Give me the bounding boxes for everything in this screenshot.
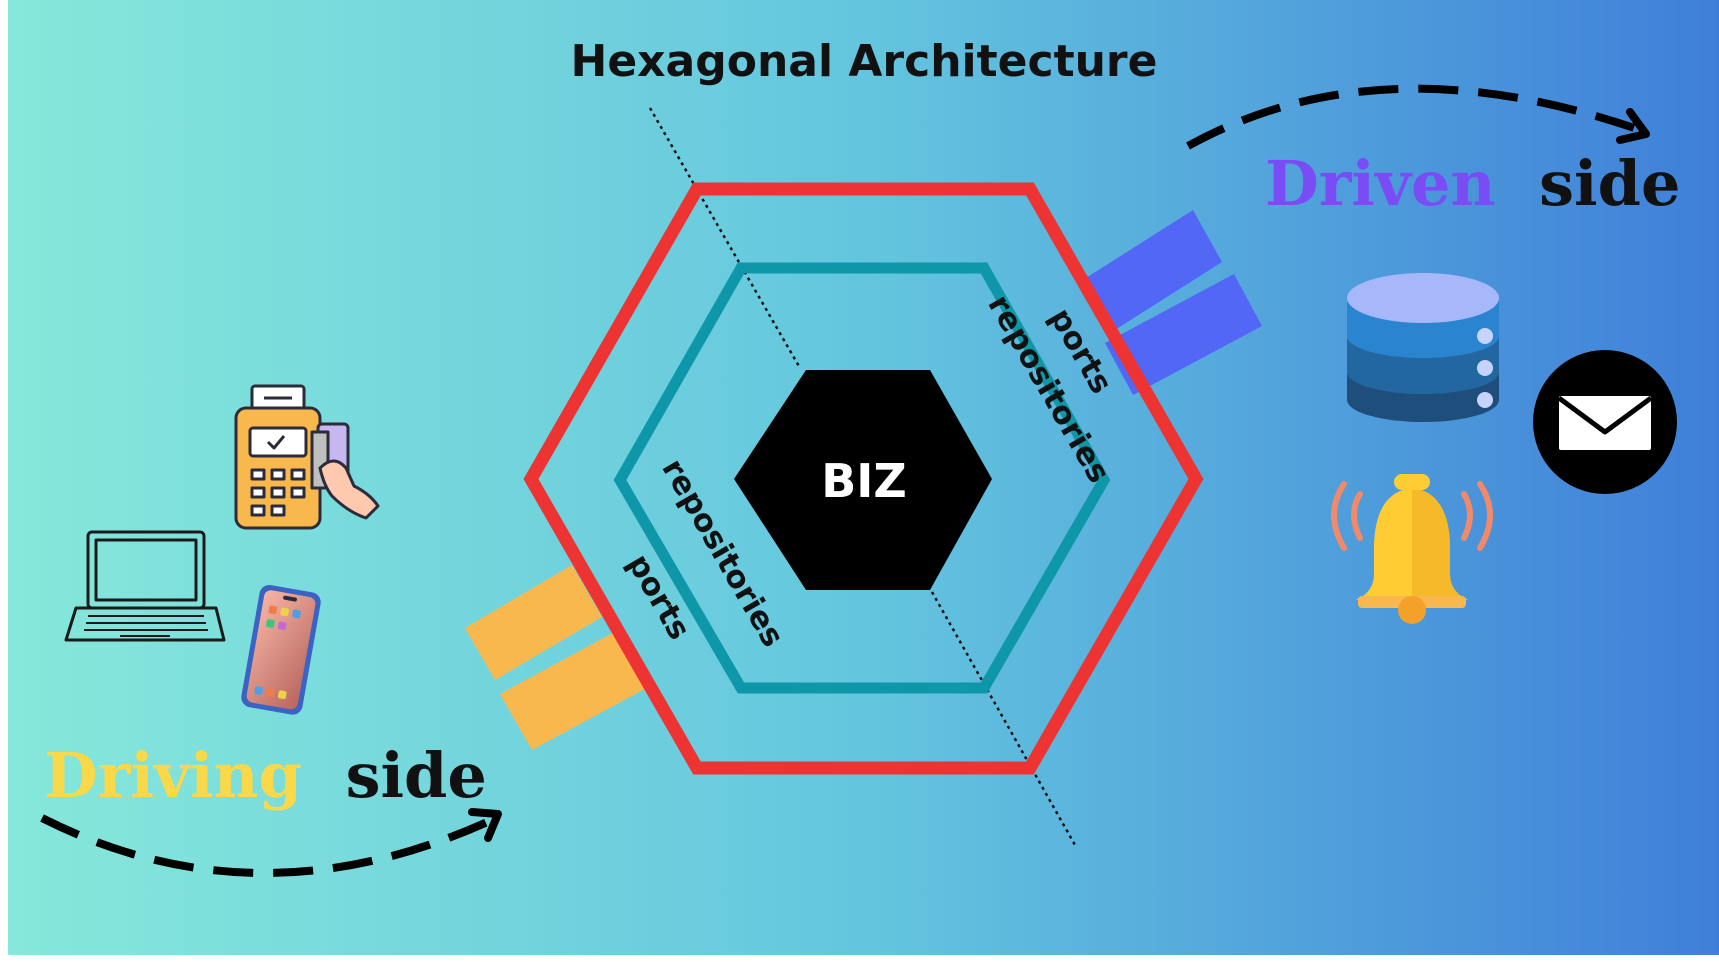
driving-arrow [40,808,502,877]
driven-arrow [1186,84,1650,150]
driven-port-connector [1078,210,1222,335]
mail-icon [1533,350,1677,494]
driven-side-word: side [1539,147,1680,220]
notification-bell-icon [1331,474,1493,624]
driving-ports-connectors [465,565,654,750]
driving-word: Driving [44,739,302,812]
driven-word: Driven [1265,147,1496,220]
driven-ports-connectors [1078,210,1262,395]
driving-port-connector [500,628,654,750]
laptop-icon [64,530,226,642]
diagram-title: Hexagonal Architecture [571,36,1158,87]
biz-core-hexagon [734,370,992,590]
driving-side-word: side [346,739,487,812]
driving-side-label: Driving side [44,739,487,812]
smartphone-icon [241,584,321,715]
driven-side-label: Driven side [1265,147,1680,220]
payment-terminal-icon [234,384,380,530]
inner-hexagon [613,262,1111,694]
driven-port-connector [1105,274,1262,395]
biz-label: BIZ [821,454,907,508]
driving-port-connector [465,565,602,680]
database-icon [1347,273,1499,422]
outer-hexagon [523,182,1204,775]
boundary-lines [648,107,1077,846]
